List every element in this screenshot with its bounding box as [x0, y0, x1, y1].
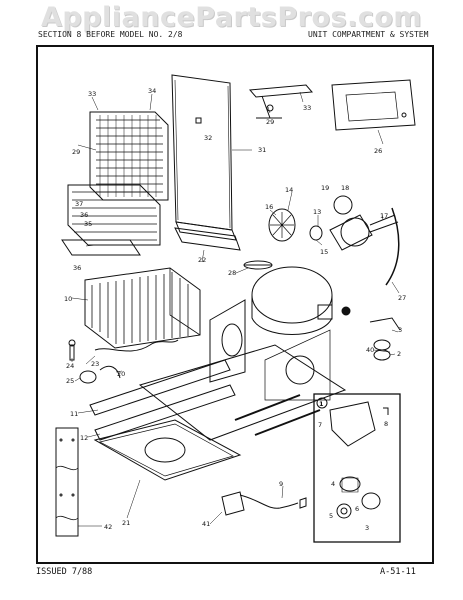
drain-tray-small [174, 227, 241, 251]
callout-35: 34 [148, 87, 156, 95]
callout-26: 26 [374, 147, 382, 155]
callout-36: 35 [84, 220, 92, 228]
callout-14: 14 [285, 186, 293, 194]
callout-16: 16 [265, 203, 273, 211]
header-left: SECTION 8 BEFORE MODEL NO. 2/8 [38, 30, 183, 39]
callout-40: 40 [366, 346, 374, 354]
back-panel [171, 74, 237, 241]
evaporator [84, 267, 201, 349]
callout-30: 29 [72, 148, 80, 156]
callout-32: 32 [204, 134, 212, 142]
callout-2: 2 [397, 350, 401, 358]
callout-4: 4 [331, 480, 335, 488]
callout-31: 31 [258, 146, 266, 154]
relay-parts [369, 317, 401, 361]
callout-3a: 3 [398, 326, 402, 334]
callout-38: 37 [75, 200, 83, 208]
tube-27 [385, 207, 400, 286]
callout-11: 11 [70, 410, 78, 418]
lower-coil [61, 184, 161, 256]
callout-24: 24 [66, 362, 74, 370]
wire-23 [94, 339, 179, 352]
callout-6: 6 [355, 505, 359, 513]
callout-17: 17 [380, 212, 388, 220]
callout-25: 25 [66, 377, 74, 385]
callout-21: 21 [122, 519, 130, 527]
callout-41: 41 [202, 520, 210, 528]
callout-8: 8 [384, 420, 388, 428]
small-parts-left [68, 339, 121, 384]
page-header: SECTION 8 BEFORE MODEL NO. 2/8 UNIT COMP… [38, 30, 434, 41]
gasket [55, 427, 79, 537]
callout-9: 9 [279, 480, 283, 488]
compressor [243, 260, 351, 335]
inset-box [313, 393, 401, 543]
footer-issued: ISSUED 7/88 [36, 567, 93, 577]
part-41 [221, 491, 307, 516]
inset-marker: 1 [319, 400, 324, 408]
callout-33: 33 [303, 104, 311, 112]
watermark: AppliancePartsPros.com [40, 2, 423, 33]
callout-22: 22 [198, 256, 206, 264]
callout-19: 19 [321, 184, 329, 192]
callout-3b: 3 [365, 524, 369, 532]
callout-labels: 33 34 29 37 36 35 36 32 31 29 33 26 14 1… [64, 87, 406, 532]
callout-20: 20 [117, 370, 125, 378]
bracket-33 [248, 84, 314, 119]
callout-12: 12 [80, 434, 88, 442]
callout-7: 7 [318, 421, 322, 429]
callout-18: 18 [341, 184, 349, 192]
callout-13: 13 [313, 208, 321, 216]
condenser-fan [268, 195, 399, 251]
callout-15: 15 [320, 248, 328, 256]
callout-23: 23 [91, 360, 99, 368]
callout-42: 42 [104, 523, 112, 531]
callout-37a: 36 [80, 211, 88, 219]
callout-5: 5 [329, 512, 333, 520]
callout-10: 10 [64, 295, 72, 303]
cover-plate [331, 79, 416, 131]
callout-27: 27 [398, 294, 406, 302]
base-frame [89, 299, 347, 441]
condenser-coil [89, 111, 169, 201]
callout-37b: 36 [73, 264, 81, 272]
footer-page: A-51-11 [380, 567, 416, 577]
callout-29: 29 [266, 118, 274, 126]
diagram-frame [36, 45, 434, 564]
drain-pan [93, 419, 242, 481]
callout-34: 33 [88, 90, 96, 98]
callout-28: 28 [228, 269, 236, 277]
header-right: UNIT COMPARTMENT & SYSTEM [308, 30, 429, 39]
